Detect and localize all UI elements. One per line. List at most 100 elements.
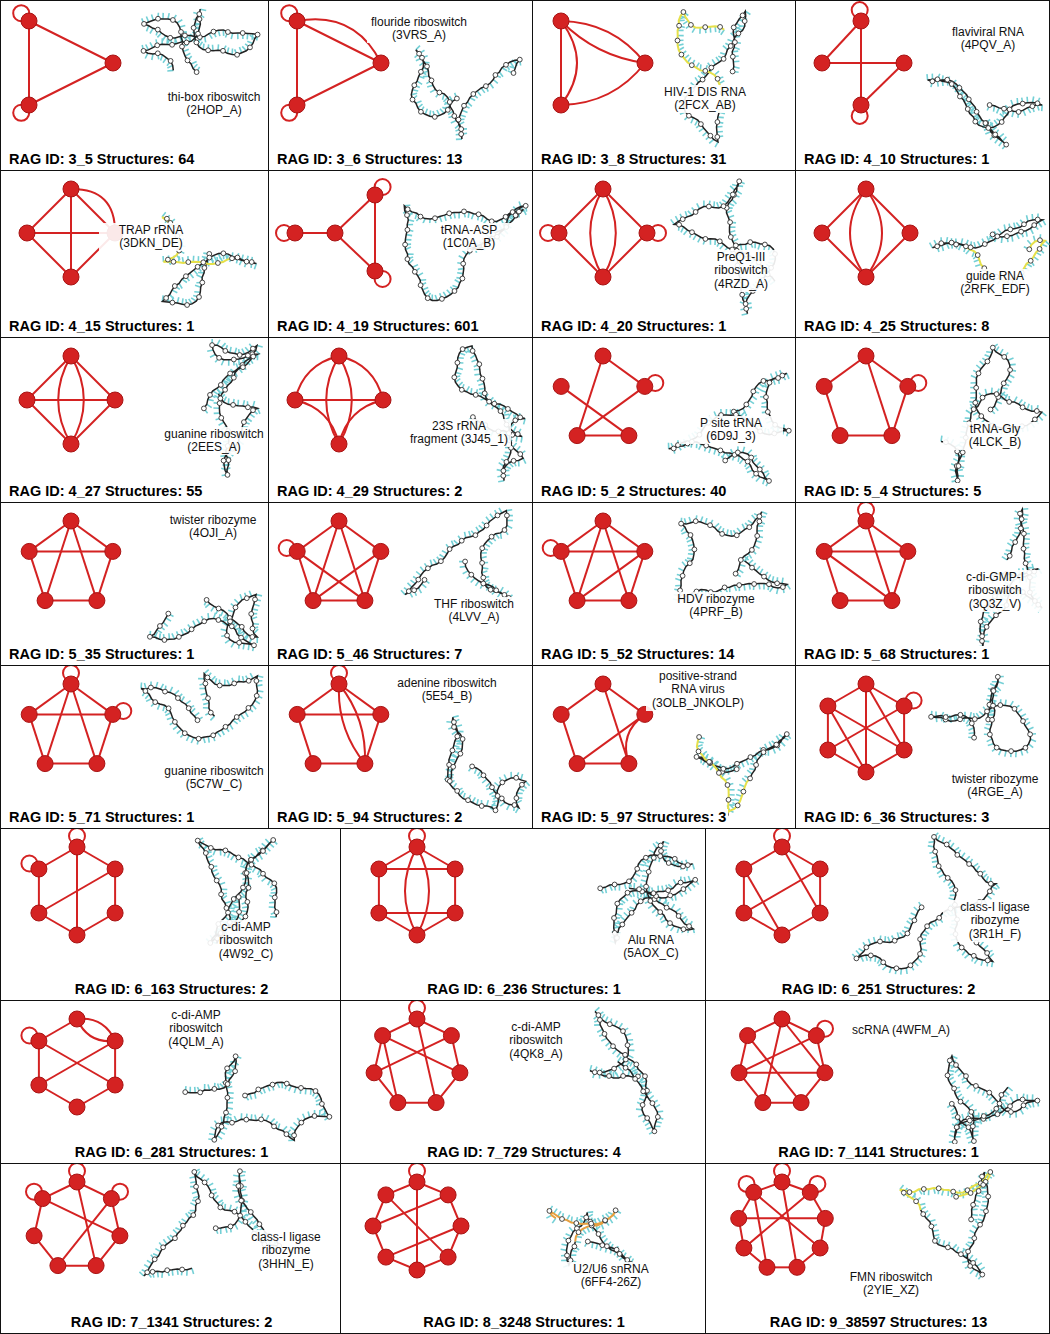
rag-panel: HIV-1 DIS RNA (2FCX_AB)RAG ID: 3_8 Struc…: [532, 0, 796, 171]
base-stick: [756, 541, 762, 543]
rna-nucleotide: [172, 284, 177, 289]
base-stick: [440, 217, 442, 223]
rna-nucleotide: [935, 77, 940, 82]
rna-nucleotide: [745, 459, 750, 464]
base-stick: [729, 203, 735, 206]
graph-edge: [29, 21, 113, 63]
base-stick: [513, 426, 516, 431]
base-stick: [699, 128, 704, 131]
rag-caption: RAG ID: 4_19 Structures: 601: [275, 317, 480, 335]
molecule-name: 23S rRNA fragment (3J45_1): [407, 419, 511, 448]
base-stick: [1026, 97, 1028, 103]
rna-nucleotide: [197, 17, 202, 22]
graph-edge: [850, 189, 866, 277]
base-stick: [524, 209, 527, 214]
graph-edge: [577, 356, 603, 436]
rna-nucleotide: [194, 70, 199, 75]
base-stick: [200, 9, 206, 10]
rna-nucleotide: [995, 234, 1000, 239]
rna-nucleotide: [425, 64, 430, 69]
rna-nucleotide: [1019, 229, 1024, 234]
rna-nucleotide: [718, 25, 723, 30]
graph-vertex: [816, 378, 832, 394]
rag-id-caption: RAG ID: 4_25 Structures: 8: [802, 318, 991, 334]
rna-nucleotide: [484, 523, 489, 528]
base-stick: [756, 566, 760, 571]
structure-label: 23S rRNA fragment (3J45_1): [407, 419, 511, 448]
rna-nucleotide: [249, 260, 254, 265]
base-stick: [1041, 105, 1043, 111]
rna-nucleotide: [439, 559, 444, 564]
rna-nucleotide: [971, 407, 976, 412]
rna-nucleotide: [162, 638, 167, 643]
base-stick: [1016, 233, 1019, 238]
base-stick: [239, 47, 241, 53]
structure-label: HDV ribozyme (4PRF_B): [664, 592, 768, 621]
rna-nucleotide: [765, 410, 770, 415]
graph-edge: [27, 399, 115, 401]
rna-nucleotide: [767, 380, 772, 385]
molecule-name: guide RNA (2RFK_EDF): [943, 269, 1047, 298]
base-stick: [242, 46, 246, 50]
rna-nucleotide: [763, 242, 768, 247]
graph-vertex: [331, 348, 347, 364]
base-stick: [682, 532, 688, 535]
rna-nucleotide: [761, 379, 766, 384]
base-stick: [688, 545, 694, 547]
rag-panel: TRAP rRNA (3DKN_DE)RAG ID: 4_15 Structur…: [0, 170, 269, 338]
base-stick: [251, 617, 257, 619]
rna-nucleotide: [246, 353, 251, 358]
rna-nucleotide: [1008, 227, 1013, 232]
base-stick: [470, 98, 475, 101]
base-stick: [756, 462, 760, 466]
rag-caption: RAG ID: 4_27 Structures: 55: [7, 482, 204, 500]
graph-vertex: [375, 392, 391, 408]
rna-nucleotide: [973, 119, 978, 124]
rna-nucleotide: [201, 260, 206, 265]
base-stick: [415, 213, 417, 219]
rna-nucleotide: [737, 583, 742, 588]
rna-nucleotide: [718, 448, 723, 453]
base-stick: [183, 49, 189, 51]
rna-nucleotide: [990, 232, 995, 237]
graph-vertex: [327, 225, 343, 241]
base-stick: [1011, 236, 1013, 242]
base-stick: [723, 46, 728, 50]
rna-nucleotide: [142, 22, 147, 27]
rna-nucleotide: [504, 62, 509, 67]
rna-backbone: [932, 220, 1042, 248]
base-stick: [997, 108, 1000, 114]
rna-nucleotide: [515, 432, 520, 437]
rna-nucleotide: [418, 214, 423, 219]
rna-nucleotide: [679, 52, 684, 57]
base-stick: [245, 347, 249, 352]
base-stick: [161, 55, 163, 61]
rna-nucleotide: [462, 103, 467, 108]
base-stick: [253, 401, 255, 407]
rna-nucleotide: [452, 289, 457, 294]
rag-graph: [21, 513, 121, 609]
graph-vertex: [639, 225, 655, 241]
rna-nucleotide: [473, 533, 478, 538]
base-stick: [207, 404, 212, 407]
rna-nucleotide: [484, 84, 489, 89]
base-stick: [1043, 220, 1046, 225]
rna-nucleotide: [410, 97, 415, 102]
graph-vertex: [858, 181, 874, 197]
rna-nucleotide: [432, 115, 437, 120]
rna-nucleotide: [148, 634, 153, 639]
base-stick: [226, 379, 231, 382]
graph-edge: [27, 356, 71, 400]
rna-nucleotide: [703, 25, 708, 30]
rna-nucleotide: [1016, 110, 1021, 115]
rna-nucleotide: [235, 52, 240, 57]
rna-nucleotide: [155, 43, 160, 48]
base-stick: [471, 388, 472, 394]
rna-nucleotide: [1007, 107, 1012, 112]
graph-edge: [822, 21, 861, 63]
base-stick: [959, 245, 962, 251]
rna-backbone: [679, 512, 787, 600]
rna-nucleotide: [480, 561, 485, 566]
graph-edge: [577, 551, 645, 600]
rna-nucleotide: [976, 371, 981, 376]
